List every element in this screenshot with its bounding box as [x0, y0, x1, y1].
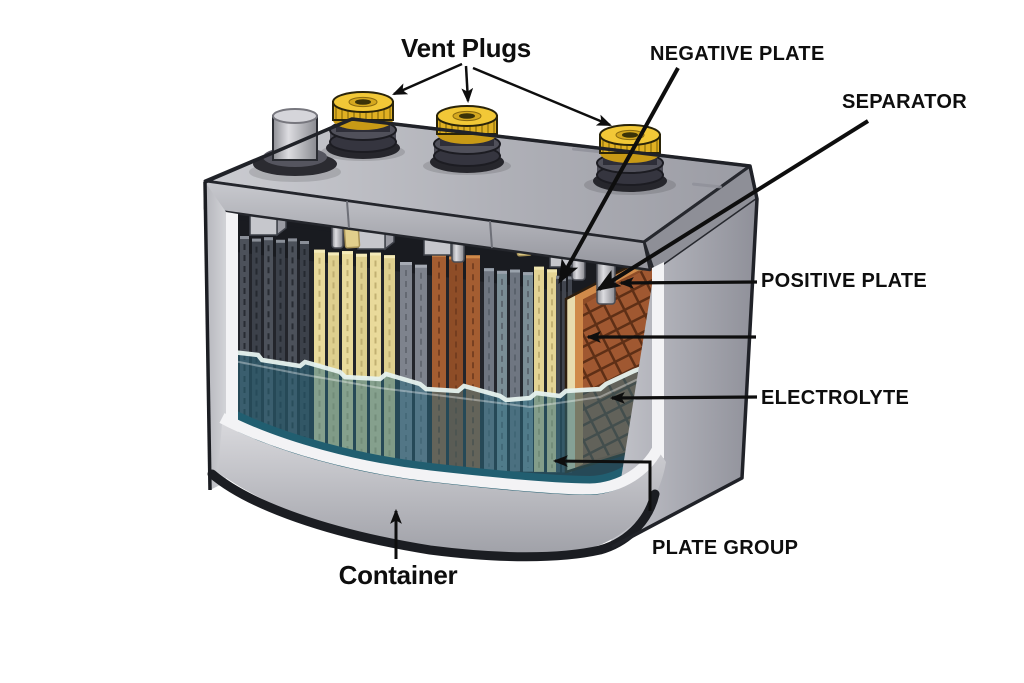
vent-plug [430, 105, 504, 173]
annotations [390, 62, 870, 559]
container-cut-edge [219, 413, 662, 495]
electrolyte-surface [231, 349, 658, 403]
label-separator: SEPARATOR [842, 91, 967, 113]
plate-group-arrow [552, 455, 652, 511]
positive-plate-arrow [618, 277, 758, 289]
negative-plate-arrow [558, 67, 680, 284]
electrolyte-arrow [609, 392, 758, 404]
container-bottom [218, 424, 666, 555]
label-negative-plate: NEGATIVE PLATE [650, 43, 825, 65]
label-plate-group: PLATE GROUP [652, 537, 799, 559]
terminal-post [253, 108, 337, 176]
label-vent-plugs: Vent Plugs [401, 33, 531, 63]
lid-emboss-marks [572, 147, 722, 189]
vent-plugs-arrow-1 [392, 62, 463, 96]
label-container: Container [338, 560, 458, 590]
vent-plugs-arrow-3 [472, 66, 612, 127]
label-positive-plate: POSITIVE PLATE [761, 270, 928, 292]
label-electrolyte: ELECTROLYTE [761, 387, 910, 409]
vent-plugs-arrow-2 [461, 65, 474, 104]
vent-plug-group [326, 91, 667, 192]
separator-arrow [596, 119, 870, 291]
vent-plug [326, 91, 400, 159]
